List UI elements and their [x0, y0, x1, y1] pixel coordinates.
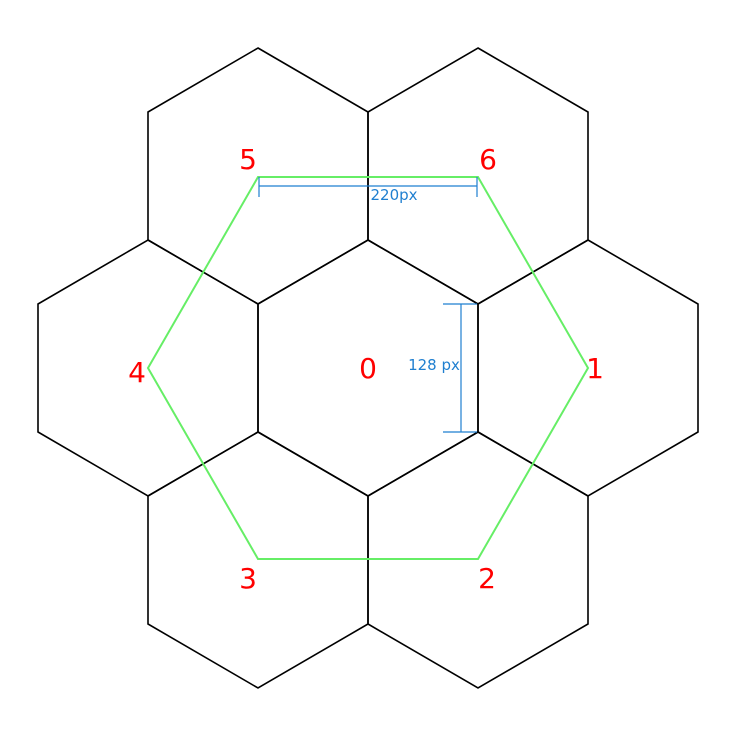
- label-2: 2: [478, 562, 496, 595]
- hex-bottom-right: [367, 431, 589, 689]
- label-0: 0: [359, 352, 377, 385]
- label-4: 4: [128, 356, 146, 389]
- hex-cells: [37, 47, 699, 689]
- width-dimension: 220px: [258, 177, 478, 204]
- label-5: 5: [239, 143, 257, 176]
- label-3: 3: [239, 562, 257, 595]
- height-dimension: 128 px: [408, 303, 477, 433]
- neighbor-centers-hexagon: [146, 176, 590, 560]
- label-6: 6: [479, 143, 497, 176]
- height-dimension-label: 128 px: [408, 356, 460, 374]
- label-1: 1: [586, 352, 604, 385]
- width-dimension-label: 220px: [370, 186, 417, 204]
